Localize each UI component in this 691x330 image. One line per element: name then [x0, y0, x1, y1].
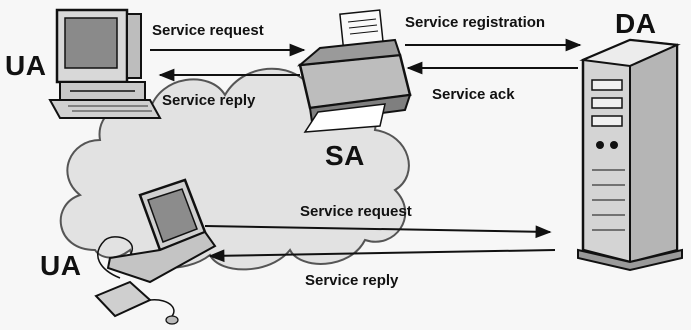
message-label-ua-sa-request: Service request: [152, 22, 264, 39]
node-label-sa: SA: [325, 140, 365, 171]
node-label-da: DA: [615, 8, 657, 39]
message-label-ua-da-request: Service request: [300, 203, 412, 220]
message-label-sa-da-ack: Service ack: [432, 86, 515, 103]
printer-icon: [296, 9, 412, 133]
node-label-ua-top: UA: [5, 50, 47, 81]
message-label-sa-da-registration: Service registration: [405, 14, 546, 31]
laptop-icon: [94, 178, 217, 325]
message-label-ua-sa-reply: Service reply: [162, 92, 256, 109]
node-label-ua-bottom: UA: [40, 250, 82, 281]
message-label-ua-da-reply: Service reply: [305, 272, 399, 289]
server-tower-icon: [577, 38, 683, 272]
arrow-ua-da-reply: [208, 249, 556, 263]
arrow-ua-da-request: [204, 225, 552, 239]
computer-icon: [48, 8, 162, 119]
